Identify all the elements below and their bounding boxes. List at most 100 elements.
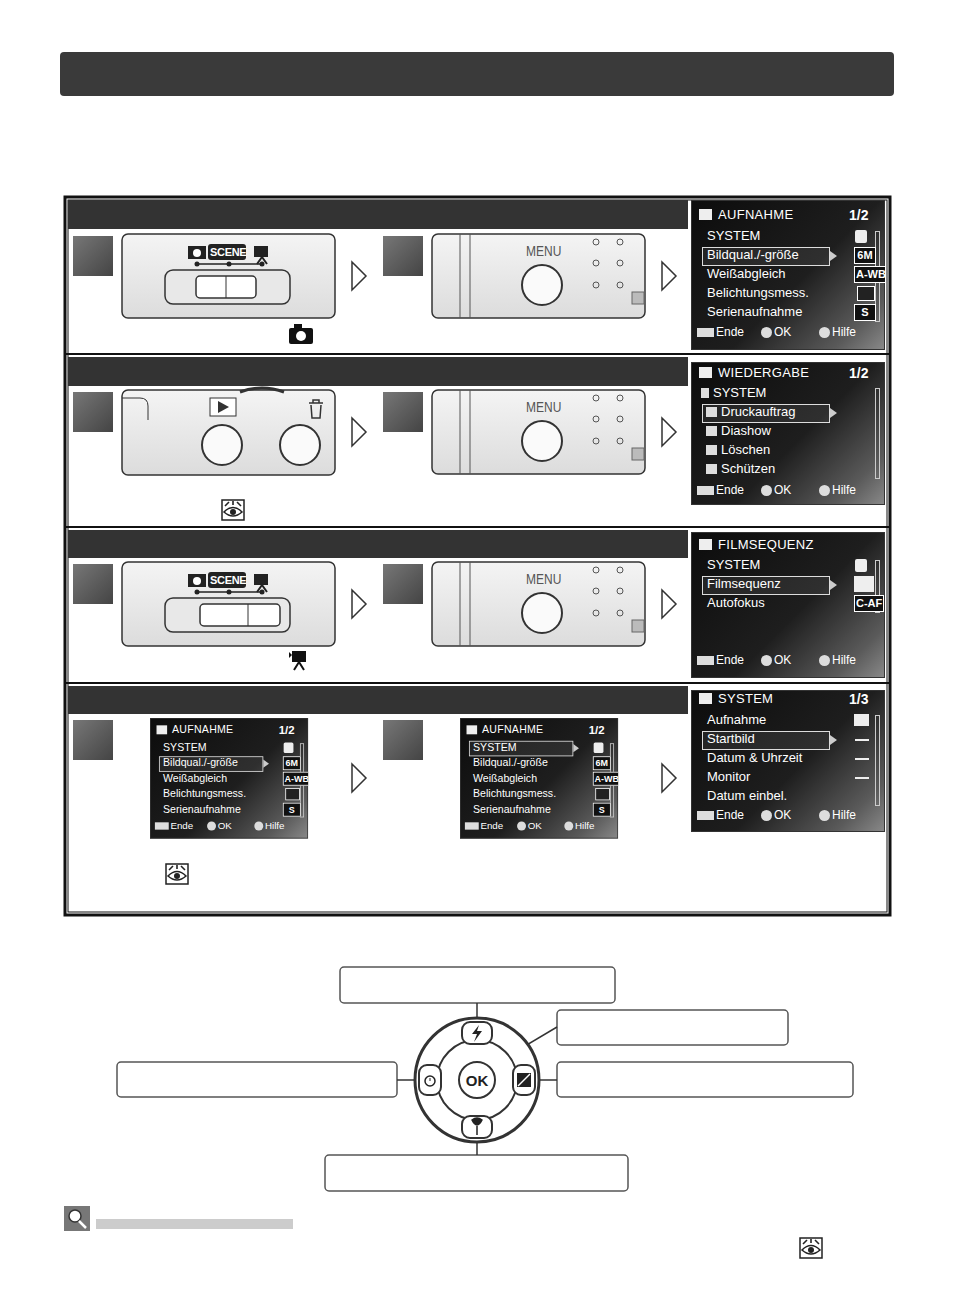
menu-item: SYSTEM — [707, 558, 760, 571]
illustration-part — [557, 1062, 853, 1097]
illustration-part — [459, 1062, 495, 1098]
highlight-arrow — [830, 408, 837, 418]
row-header — [68, 357, 688, 386]
help-key-icon — [819, 327, 830, 338]
menu-item: Startbild — [707, 732, 755, 745]
footer-text: OK — [774, 654, 791, 666]
illustration-part — [66, 526, 889, 528]
footer-text: Hilfe — [832, 484, 856, 496]
button-label: MENU — [526, 399, 561, 414]
wrench-icon — [855, 559, 867, 572]
row-header — [68, 530, 688, 558]
button-label: MENU — [526, 571, 561, 586]
illustration-part — [325, 1155, 628, 1191]
menu-item: Bildqual./-größe — [707, 248, 799, 261]
setting-badge: S — [854, 304, 876, 321]
dash-icon — [855, 777, 869, 779]
illustration-part — [397, 1003, 557, 1155]
illustration-part — [166, 864, 188, 884]
illustration-part — [352, 262, 366, 290]
illustration-part — [472, 1118, 482, 1135]
title-icon — [699, 539, 712, 550]
illustration-part — [294, 662, 304, 670]
screen-title: SYSTEM — [718, 692, 773, 705]
footer-text: Ende — [716, 654, 744, 666]
illustration-part — [122, 562, 335, 646]
menu-item: Bildqual./-größe — [163, 757, 238, 768]
lcd-screen: AUFNAHME1/2SYSTEMBildqual./-größeWeißabg… — [150, 718, 308, 839]
illustration-part — [476, 1142, 478, 1155]
illustration-part — [289, 328, 313, 344]
menu-item: SYSTEM — [163, 742, 207, 753]
title-icon — [467, 725, 478, 734]
menu-item: Weißabgleich — [163, 773, 227, 784]
help-key-icon — [564, 822, 573, 831]
footer-text: Ende — [170, 821, 193, 831]
illustration-part — [289, 652, 292, 658]
illustration-part — [69, 1210, 81, 1222]
footer-text: OK — [528, 821, 542, 831]
footer-text: Ende — [716, 809, 744, 821]
frame-inner — [68, 200, 887, 912]
illustration-part — [518, 1074, 530, 1086]
page-number: 1/2 — [849, 366, 868, 380]
footer-text: Ende — [480, 821, 503, 831]
ok-key-icon — [517, 822, 526, 831]
camera-icon — [854, 714, 869, 726]
screen-title: AUFNAHME — [172, 725, 233, 736]
footer-text: Hilfe — [832, 654, 856, 666]
ok-key-icon — [761, 810, 772, 821]
scrollbar — [875, 715, 880, 806]
menu-key-icon — [465, 822, 479, 829]
footer-text: OK — [774, 326, 791, 338]
illustration-part — [73, 564, 113, 604]
item-icon — [706, 407, 717, 417]
illustration-part — [437, 1040, 517, 1120]
menu-item: Filmsequenz — [707, 577, 781, 590]
setting-badge: S — [283, 803, 301, 817]
setting-badge: A-WB — [593, 772, 618, 786]
menu-item: Datum & Uhrzeit — [707, 751, 802, 764]
illustration-part — [222, 500, 244, 520]
page-number: 1/3 — [849, 692, 868, 706]
footer-text: Ende — [716, 484, 744, 496]
illustration-part — [383, 720, 423, 760]
help-key-icon — [819, 655, 830, 666]
menu-key-icon — [697, 811, 714, 820]
ok-key-icon — [761, 327, 772, 338]
movie-icon — [854, 576, 874, 592]
illustration-part — [419, 1065, 441, 1095]
menu-item: Weißabgleich — [473, 773, 537, 784]
row-header — [68, 200, 688, 229]
scrollbar — [875, 388, 880, 479]
wrench-icon — [701, 388, 709, 398]
setting-badge: A-WB — [854, 266, 885, 283]
highlight-arrow — [830, 580, 837, 590]
illustration-part — [248, 604, 249, 626]
illustration-part — [513, 1065, 535, 1095]
illustration-part — [309, 400, 323, 418]
title-icon — [157, 725, 168, 734]
ok-key-icon — [207, 822, 216, 831]
menu-item: SYSTEM — [713, 386, 766, 399]
menu-item: Aufnahme — [707, 713, 766, 726]
menu-item: Datum einbel. — [707, 789, 787, 802]
illustration-part — [419, 1022, 535, 1138]
screen-title: AUFNAHME — [718, 208, 793, 221]
menu-item: Schützen — [721, 462, 775, 475]
footer-text: Hilfe — [265, 821, 285, 831]
menu-item: Bildqual./-größe — [473, 757, 548, 768]
menu-item: Monitor — [707, 770, 750, 783]
illustration-part — [218, 401, 229, 413]
illustration-part — [662, 764, 676, 792]
screen-title: FILMSEQUENZ — [718, 538, 814, 551]
item-icon — [706, 445, 717, 455]
illustration-part — [352, 418, 366, 446]
illustration-part — [73, 236, 113, 276]
footer-text: Ende — [716, 326, 744, 338]
footer-text: OK — [774, 484, 791, 496]
illustration-part — [122, 390, 335, 475]
title-icon — [699, 367, 712, 378]
illustration-part — [280, 425, 320, 465]
frame — [65, 197, 890, 915]
